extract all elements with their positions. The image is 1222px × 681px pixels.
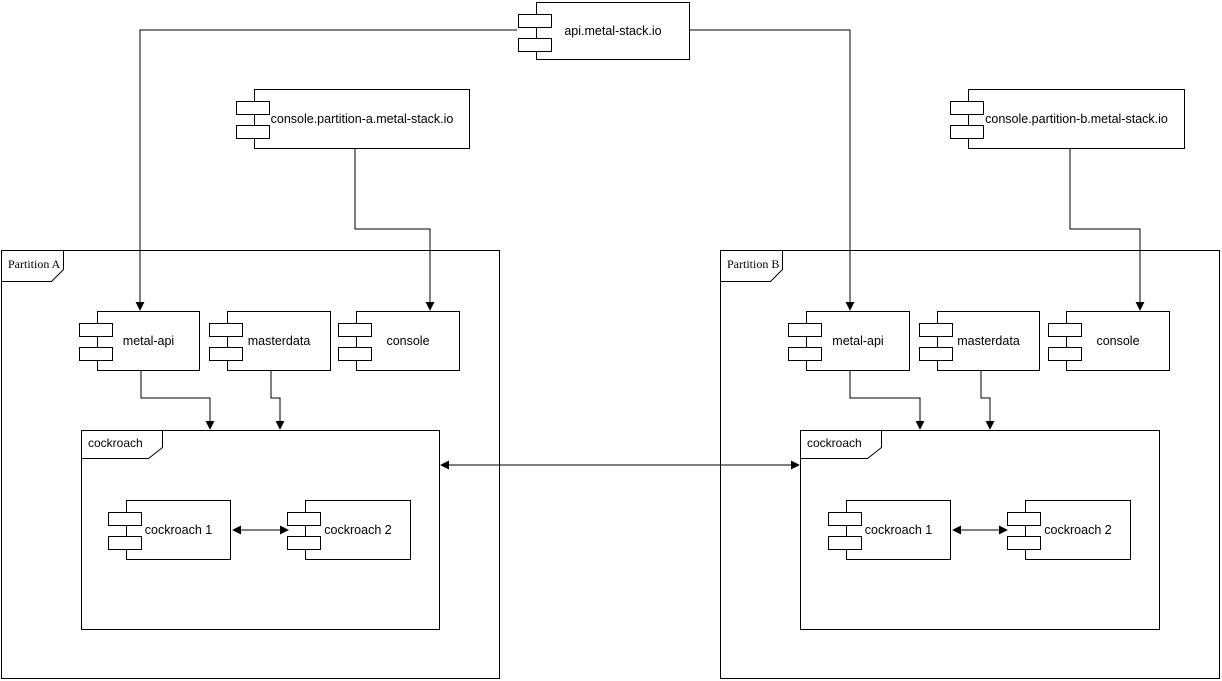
partition-a-label: Partition A: [8, 257, 61, 271]
component-cockroach1-b: cockroach 1: [828, 500, 951, 560]
component-label: cockroach 1: [144, 522, 213, 537]
component-port-icon: [1007, 536, 1041, 550]
component-port-icon: [919, 347, 953, 361]
component-masterdata-a: masterdata: [209, 311, 331, 371]
cockroach-group-a-label: cockroach: [88, 436, 143, 450]
component-label: console.partition-a.metal-stack.io: [270, 111, 454, 126]
component-cockroach2-b: cockroach 2: [1007, 500, 1131, 560]
component-label: metal-api: [832, 333, 884, 348]
component-port-icon: [79, 323, 113, 337]
component-console-partition-a: console.partition-a.metal-stack.io: [236, 89, 470, 149]
component-port-icon: [209, 323, 243, 337]
component-masterdata-b: masterdata: [919, 311, 1040, 371]
component-label: masterdata: [957, 333, 1020, 348]
cockroach-group-a-label-tab: cockroach: [81, 430, 163, 459]
component-api-metal-stack: api.metal-stack.io: [518, 2, 690, 60]
partition-a-label-tab: Partition A: [1, 250, 64, 282]
component-port-icon: [338, 323, 372, 337]
component-port-icon: [236, 101, 270, 115]
component-console-partition-b: console.partition-b.metal-stack.io: [950, 89, 1185, 149]
component-port-icon: [828, 512, 862, 526]
component-label: console: [386, 333, 430, 348]
component-label: console.partition-b.metal-stack.io: [985, 111, 1168, 126]
component-cockroach1-a: cockroach 1: [108, 500, 231, 560]
component-port-icon: [79, 347, 113, 361]
component-port-icon: [338, 347, 372, 361]
component-metal-api-a: metal-api: [79, 311, 200, 371]
component-label: metal-api: [122, 333, 175, 348]
component-port-icon: [1007, 512, 1041, 526]
component-port-icon: [108, 512, 142, 526]
partition-b-label: Partition B: [727, 257, 780, 271]
component-console-b: console: [1048, 311, 1170, 371]
component-label: console: [1096, 333, 1140, 348]
component-port-icon: [108, 536, 142, 550]
cockroach-group-b-label: cockroach: [807, 436, 862, 450]
component-label: cockroach 1: [864, 522, 933, 537]
component-port-icon: [828, 536, 862, 550]
component-console-a: console: [338, 311, 460, 371]
component-label: api.metal-stack.io: [564, 23, 662, 38]
component-port-icon: [287, 512, 321, 526]
cockroach-group-b-label-tab: cockroach: [800, 430, 882, 459]
component-label: cockroach 2: [324, 522, 392, 537]
component-port-icon: [209, 347, 243, 361]
component-port-icon: [1048, 323, 1082, 337]
frame-tab-shape: [1, 250, 64, 282]
component-port-icon: [518, 14, 552, 28]
component-port-icon: [1048, 347, 1082, 361]
component-port-icon: [287, 536, 321, 550]
component-port-icon: [919, 323, 953, 337]
frame-tab-shape: [81, 430, 163, 459]
component-port-icon: [788, 347, 822, 361]
component-port-icon: [788, 323, 822, 337]
component-label: masterdata: [247, 333, 311, 348]
component-port-icon: [236, 125, 270, 139]
frame-tab-shape: [800, 430, 882, 459]
partition-b-label-tab: Partition B: [720, 250, 783, 282]
component-port-icon: [950, 125, 984, 139]
component-metal-api-b: metal-api: [788, 311, 910, 371]
component-port-icon: [518, 38, 552, 52]
component-cockroach2-a: cockroach 2: [287, 500, 411, 560]
component-label: cockroach 2: [1044, 522, 1112, 537]
component-port-icon: [950, 101, 984, 115]
